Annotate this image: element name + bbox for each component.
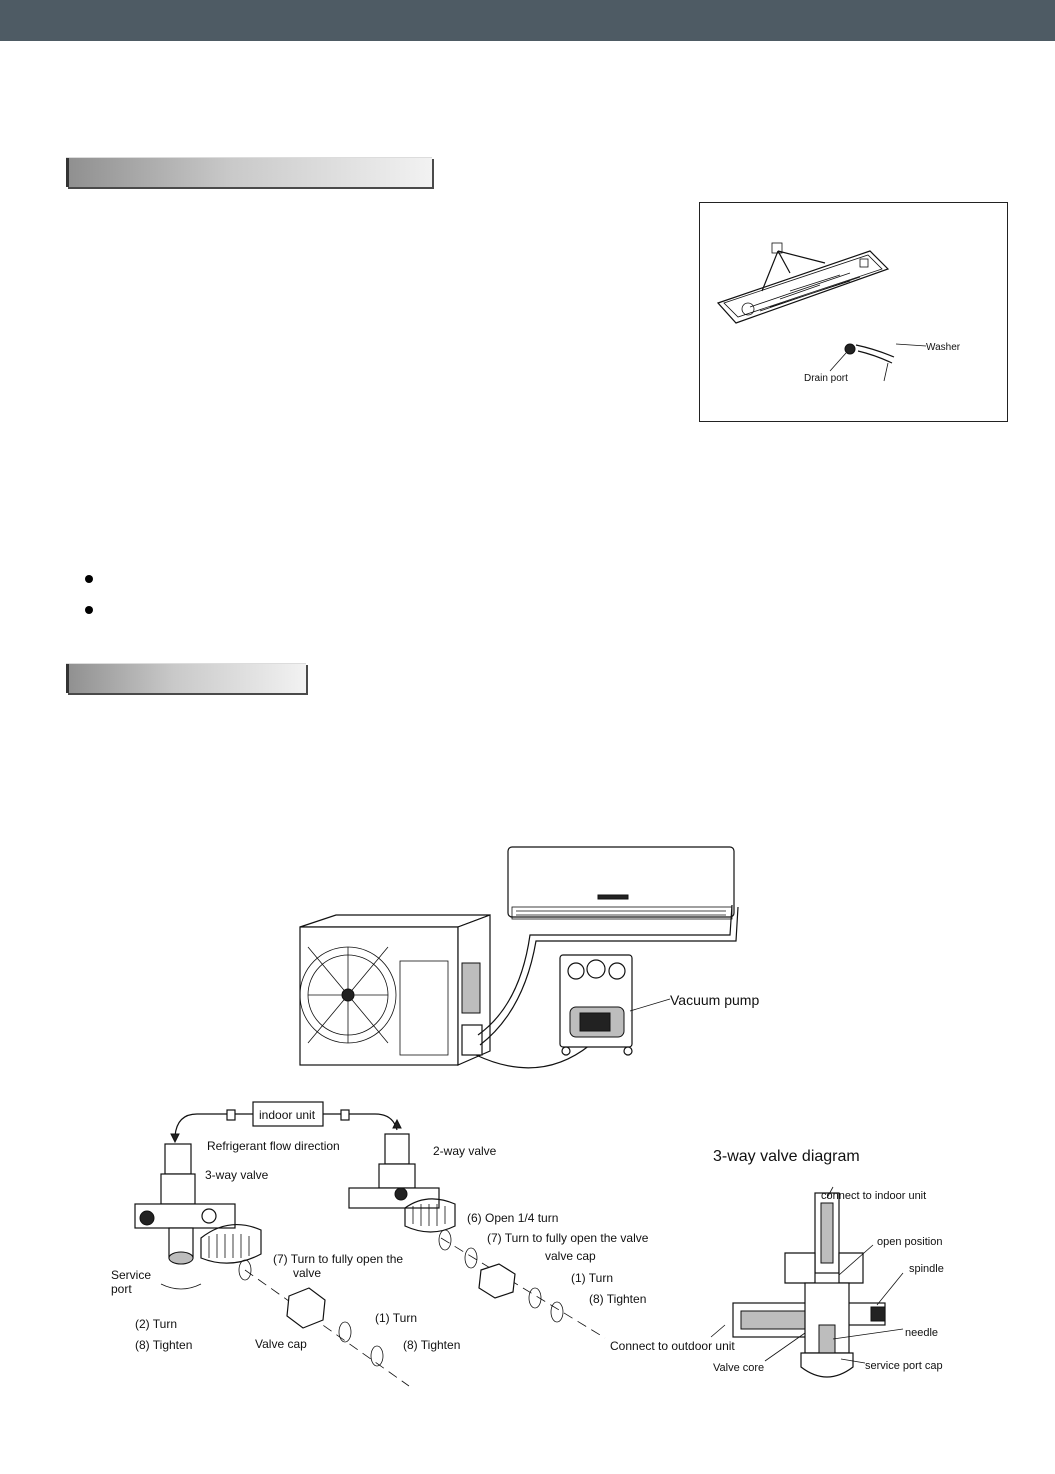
service-port-label-2: port: [111, 1282, 132, 1296]
service-port-cap-label: service port cap: [865, 1360, 943, 1372]
three-way-valve-drawing: [134, 1143, 262, 1265]
bullet-2: [85, 606, 93, 614]
refrigerant-flow-label: Refrigerant flow direction: [207, 1139, 340, 1153]
connect-outdoor-label: Connect to outdoor unit: [610, 1339, 735, 1353]
valve-cap-left-label: Valve cap: [255, 1337, 307, 1351]
bullet-1: [85, 575, 93, 583]
indoor-unit-box-label: indoor unit: [259, 1108, 316, 1122]
three-way-diagram-title: 3-way valve diagram: [713, 1148, 860, 1165]
vacuum-pump-label: Vacuum pump: [670, 992, 759, 1008]
section-heading-bar-1: [66, 157, 432, 187]
step-8-tighten-mid-label: (8) Tighten: [403, 1338, 460, 1352]
drain-figure-frame: Washer Drain port: [699, 202, 1008, 422]
step-2-turn-label: (2) Turn: [135, 1317, 177, 1331]
step-8-tighten-left-label: (8) Tighten: [135, 1338, 192, 1352]
indoor-unit-drawing: [507, 846, 735, 920]
two-way-valve-label: 2-way valve: [433, 1144, 497, 1158]
three-way-valve-diagram: 3-way valve diagram connect to indoor un…: [710, 1148, 944, 1378]
needle-label: needle: [905, 1327, 938, 1339]
installation-drawing: Vacuum pump: [299, 846, 759, 1069]
valve-core-label: Valve core: [713, 1362, 764, 1374]
service-port-label-1: Service: [111, 1268, 151, 1282]
three-way-valve-label: 3-way valve: [205, 1168, 269, 1182]
outdoor-unit-drawing: [299, 914, 491, 1066]
step-1-turn-left-label: (1) Turn: [375, 1311, 417, 1325]
step-1-turn-right-label: (1) Turn: [571, 1271, 613, 1285]
step-7-left-label-2: valve: [293, 1266, 321, 1280]
two-way-valve-drawing: [348, 1133, 456, 1233]
mounting-plate-drawing: Washer Drain port: [716, 242, 961, 384]
spindle-label: spindle: [909, 1263, 944, 1275]
step-8-tighten-right-label: (8) Tighten: [589, 1292, 646, 1306]
open-position-label: open position: [877, 1236, 942, 1248]
washer-label: Washer: [926, 342, 961, 353]
step-6-open-label: (6) Open 1/4 turn: [467, 1211, 558, 1225]
header-bar: [0, 0, 1055, 41]
section-heading-bar-2: [66, 663, 306, 693]
valve-cap-right-label: valve cap: [545, 1249, 596, 1263]
step-7-left-label-1: (7) Turn to fully open the: [273, 1252, 403, 1266]
step-7-right-label: (7) Turn to fully open the valve: [487, 1231, 649, 1245]
connect-indoor-label: connect to indoor unit: [821, 1190, 926, 1202]
valve-operation-drawing: indoor unit Refrigerant flow direction 3…: [111, 1101, 735, 1387]
vacuum-pump-drawing: [559, 954, 633, 1056]
drain-port-label: Drain port: [804, 373, 848, 384]
